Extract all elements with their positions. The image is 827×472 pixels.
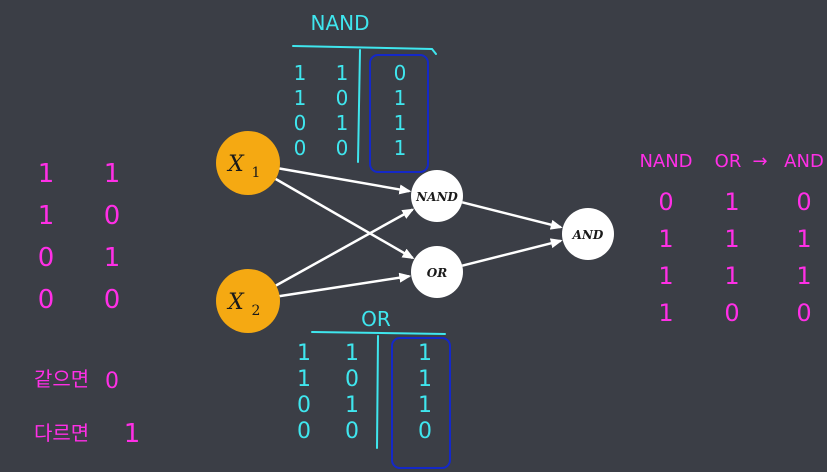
network-edges (275, 167, 563, 298)
or-table-cell: 0 (418, 419, 432, 444)
edge-or-to-and (461, 238, 563, 267)
gate-or-label: OR (427, 266, 447, 280)
or-table-divider (376, 335, 379, 449)
nand-table-title: NAND (310, 11, 369, 35)
input-node-x2-circle (216, 269, 280, 333)
nand-table-cell: 1 (294, 86, 307, 110)
right-table-cell: 0 (724, 299, 739, 327)
left-notes-cell: 1 (38, 159, 55, 189)
right-table-cell: 0 (796, 299, 811, 327)
rule-same-value: 0 (105, 369, 119, 394)
gate-and-label: AND (572, 228, 604, 242)
right-header-and: AND (784, 151, 824, 172)
nand-table-cell: 0 (294, 136, 307, 160)
gate-node-nand: NAND (411, 170, 463, 222)
input-node-x2: X 2 (216, 269, 280, 333)
nand-table-cell: 1 (336, 61, 349, 85)
input-x1-sub: 1 (252, 165, 261, 181)
or-table-cell: 1 (297, 367, 311, 392)
gate-nand-circle (411, 170, 463, 222)
right-table-cell: 1 (796, 262, 811, 290)
nand-table-cell: 1 (294, 61, 307, 85)
rule-same-text: 같으면 (34, 367, 89, 391)
right-table-cell: 1 (658, 262, 673, 290)
left-notes-cell: 0 (104, 201, 121, 231)
left-notes-rows: 1 1 1 0 0 1 0 0 (38, 159, 121, 315)
or-table-title: OR (361, 307, 391, 331)
input-x2-sub: 2 (252, 303, 261, 319)
or-table-header-line (311, 331, 446, 335)
right-table-cell: 1 (658, 225, 673, 253)
left-notes-cell: 1 (104, 159, 121, 189)
input-x1-var: X (226, 152, 245, 177)
right-table-cell: 1 (724, 225, 739, 253)
or-table-cell: 0 (297, 393, 311, 418)
left-notes-cell: 0 (38, 243, 55, 273)
left-notes-cell: 0 (104, 285, 121, 315)
gate-nand-label: NAND (415, 190, 458, 204)
left-notes-cell: 1 (104, 243, 121, 273)
nand-table-cell: 1 (394, 86, 407, 110)
gate-and-circle (562, 208, 614, 260)
nand-table-cell: 1 (394, 136, 407, 160)
input-node-x1: X 1 (216, 131, 280, 195)
right-table-cell: 1 (658, 299, 673, 327)
nand-table-cell: 0 (336, 136, 349, 160)
gate-or-circle (411, 246, 463, 298)
or-table-cell: 1 (345, 393, 359, 418)
right-header-or: OR (715, 151, 742, 172)
right-table-rows: 0 1 0 1 1 1 1 1 1 1 0 0 (658, 188, 811, 327)
nand-table-cell: 0 (294, 111, 307, 135)
left-notes-cell: 1 (38, 201, 55, 231)
input-x2-var: X (226, 290, 245, 315)
nand-table-cell: 1 (394, 111, 407, 135)
right-table-cell: 0 (658, 188, 673, 216)
nand-table-cell: 0 (336, 86, 349, 110)
right-table-cell: 1 (724, 262, 739, 290)
nand-table-cell: 1 (336, 111, 349, 135)
or-table-cell: 1 (345, 341, 359, 366)
nand-table-cell: 0 (394, 61, 407, 85)
or-output-highlight-box (391, 337, 451, 469)
rule-diff-value: 1 (124, 419, 141, 449)
gate-node-and: AND (562, 208, 614, 260)
or-table-cell: 0 (297, 419, 311, 444)
right-header-arrow: → (752, 151, 767, 172)
or-table-cell: 0 (345, 419, 359, 444)
right-table-cell: 1 (796, 225, 811, 253)
right-table: NAND OR → AND 0 1 0 1 1 1 1 1 1 1 0 0 (639, 151, 823, 327)
edge-x1-to-or (275, 177, 415, 260)
edge-nand-to-and (461, 201, 563, 230)
or-table-cell: 1 (418, 341, 432, 366)
or-table-cell: 1 (418, 367, 432, 392)
input-node-x1-circle (216, 131, 280, 195)
edge-x2-to-nand (275, 208, 415, 287)
rule-diff-text: 다르면 (34, 421, 89, 445)
or-table-cell: 1 (418, 393, 432, 418)
or-table-cell: 1 (297, 341, 311, 366)
or-table-cell: 0 (345, 367, 359, 392)
right-table-cell: 0 (796, 188, 811, 216)
edge-x1-to-nand (279, 167, 412, 195)
left-notes-cell: 0 (38, 285, 55, 315)
nand-output-highlight-box (369, 54, 429, 173)
right-header-nand: NAND (639, 151, 692, 172)
edge-x2-to-or (279, 272, 412, 298)
nand-table-divider (357, 49, 361, 163)
gate-node-or: OR (411, 246, 463, 298)
nand-table-header-line (292, 45, 437, 55)
right-table-cell: 1 (724, 188, 739, 216)
